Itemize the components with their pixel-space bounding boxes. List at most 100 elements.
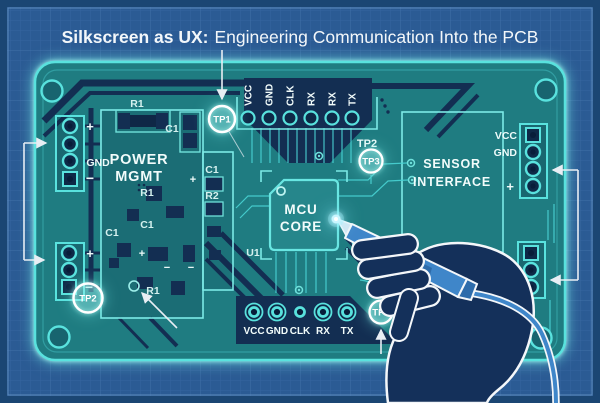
c1-top-label: C1 (165, 123, 179, 135)
plus-label: + (86, 246, 94, 261)
title-rest: Engineering Communication Into the PCB (214, 27, 538, 47)
tp3-mid-label: TP3 (362, 157, 379, 168)
pin1-marker (276, 186, 286, 196)
bottom-pin-label: TX (341, 326, 354, 337)
bottom-header-hole (294, 306, 306, 318)
right-connector-top: VCC GND + (494, 123, 548, 199)
tp1-label: TP1 (213, 115, 231, 126)
gnd-label: GND (86, 157, 110, 169)
components (109, 109, 224, 295)
r1-arrow (141, 292, 178, 329)
tp1-leader-line (227, 129, 245, 158)
plus-label: + (506, 179, 514, 194)
top-pin-label: CLK (286, 85, 297, 106)
minus-label: − (86, 170, 94, 186)
vcc-label: VCC (495, 130, 518, 142)
resistor-pad (156, 113, 168, 129)
via-dot (380, 98, 384, 102)
top-header: VCC GND CLK RX RX TX (236, 84, 378, 130)
c1-left-label: C1 (105, 227, 119, 239)
r1-mid-label: R1 (140, 187, 154, 199)
tp3-mid-circle (358, 148, 384, 174)
bottom-header-hole (317, 306, 329, 318)
minus-mark: − (188, 262, 194, 274)
left-connector-top: + GND − (55, 115, 110, 192)
probe-butt-cap (456, 277, 479, 302)
plus-mark: + (190, 174, 196, 186)
bottom-header-hole (248, 306, 260, 318)
capacitor-pad (183, 115, 197, 130)
top-header-pad (261, 110, 277, 126)
mounting-hole (40, 79, 64, 103)
tp1-circle (207, 104, 237, 134)
plus-label: + (86, 119, 94, 134)
r1-bottom-label: R1 (146, 285, 160, 297)
via-dot (142, 188, 146, 192)
frame-inner-line (7, 7, 593, 396)
smd-parts (109, 186, 221, 295)
mcu-bracket (260, 170, 348, 260)
c1-low-label: C1 (140, 219, 154, 231)
copper-traces-bright (235, 128, 555, 332)
top-pin-label: VCC (244, 85, 255, 106)
tp2-bottom-circle (72, 282, 104, 314)
gnd-label: GND (494, 147, 518, 159)
resistor-outline (115, 109, 171, 133)
top-pin-label: RX (307, 92, 318, 106)
top-header-pad (344, 110, 360, 126)
bottom-pin-label: VCC (243, 326, 264, 337)
top-header-outline (236, 97, 378, 130)
sensor-label-line2: INTERFACE (413, 175, 491, 189)
u1-label: U1 (246, 247, 260, 259)
bottom-pin-label: CLK (290, 326, 311, 337)
page-title: Silkscreen as UX:Engineering Communicati… (62, 27, 539, 47)
via-dot (142, 183, 146, 187)
probe-cable (469, 291, 558, 403)
top-pin-label: RX (328, 92, 339, 106)
bottom-header-hole (271, 306, 283, 318)
finger-3 (368, 270, 429, 297)
fingers (351, 233, 441, 342)
capacitor-outline (179, 111, 201, 153)
via-dot (137, 183, 141, 187)
aux-component-box (202, 151, 234, 291)
tp2-floating-label: TP2 (357, 138, 377, 150)
finger-2 (359, 252, 423, 278)
smd-outlined (204, 201, 224, 217)
power-label-line1: POWER (110, 152, 169, 168)
plus-mark: + (139, 248, 145, 260)
via-dot (386, 110, 390, 114)
top-pin-label: TX (348, 93, 359, 106)
power-label-line2: MGMT (115, 169, 163, 185)
mcu-chip: MCU CORE U1 (246, 170, 348, 260)
mcu-body (268, 178, 340, 252)
tp2-bottom-label: TP2 (79, 294, 96, 305)
annotations (23, 50, 579, 354)
finger-index (353, 235, 417, 259)
smd-outlined (204, 176, 224, 192)
minus-label: − (85, 279, 93, 295)
probe-contact-glow (328, 211, 344, 227)
hand-with-probe (328, 211, 560, 403)
top-header-pad (282, 110, 298, 126)
mounting-hole (47, 325, 71, 349)
top-header-pad (303, 110, 319, 126)
mcu-label-line2: CORE (280, 219, 322, 234)
top-header-pad (324, 110, 340, 126)
tp3-bottom-label: TP3 (372, 308, 389, 319)
capacitor-pad (183, 133, 197, 148)
top-header-pad (240, 110, 256, 126)
r2-label: R2 (205, 190, 219, 202)
left-connector-bottom: + − (55, 242, 94, 301)
via-dot (137, 188, 141, 192)
thumb (391, 290, 417, 340)
board-inner-line (42, 69, 558, 353)
resistor-pad (118, 113, 130, 129)
via-dot (383, 104, 387, 108)
mounting-hole (534, 78, 558, 102)
r1-top-label: R1 (130, 98, 144, 110)
mcu-label-line1: MCU (284, 202, 317, 217)
title-lead: Silkscreen as UX: (62, 27, 209, 47)
